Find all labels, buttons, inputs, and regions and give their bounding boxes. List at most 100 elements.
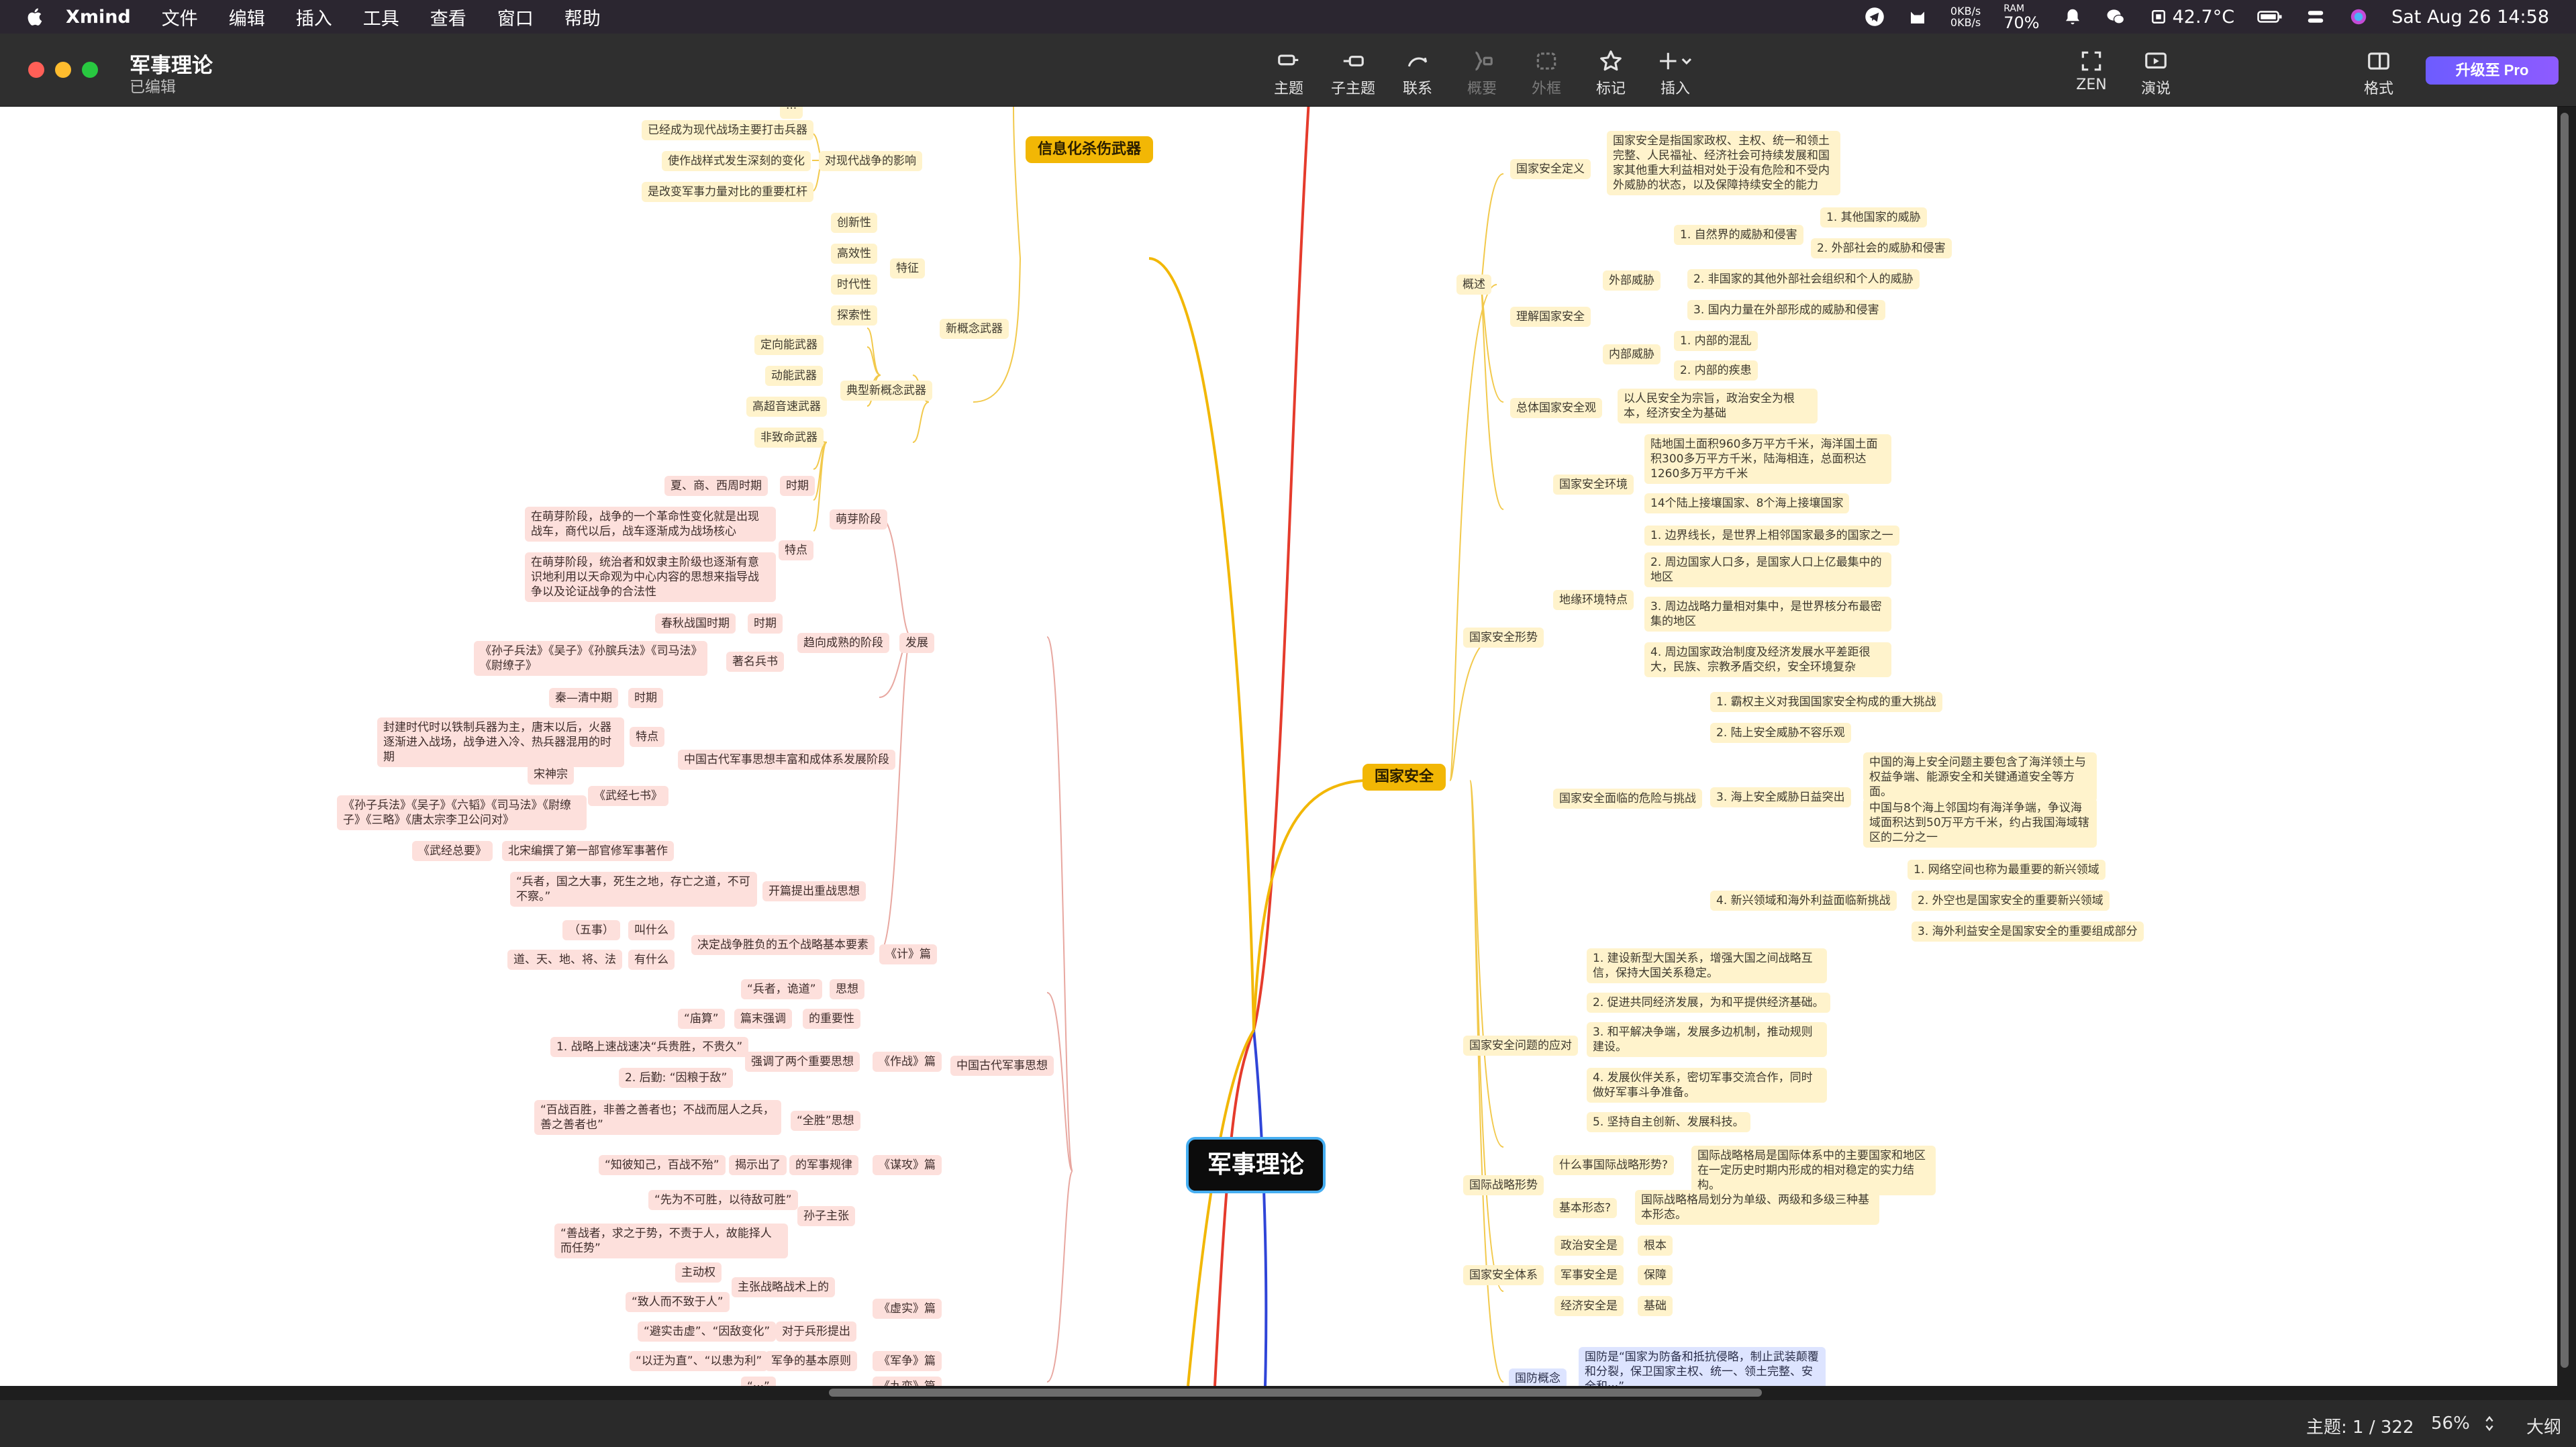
node-wujing[interactable]: 《武经总要》 xyxy=(412,841,493,861)
node-environment[interactable]: 国家安全环境 xyxy=(1553,475,1634,495)
node-sprout-feature-2[interactable]: 在萌芽阶段，统治者和奴隶主阶级也逐渐有意识地利用以天命观为中心内容的思想来指导战… xyxy=(525,552,776,602)
zoom-window-button[interactable] xyxy=(82,62,98,78)
node-response-1[interactable]: 1. 建设新型大国关系，增强大国之间战略互信，保持大国关系稳定。 xyxy=(1587,948,1827,983)
node-response-2[interactable]: 2. 促进共同经济发展，为和平提供经济基础。 xyxy=(1587,993,1830,1013)
node-five-name[interactable]: （五事） xyxy=(562,920,620,940)
node-danger-3a[interactable]: 中国的海上安全问题主要包含了海洋领土与权益争端、能源安全和关键通道安全等方面。 xyxy=(1863,752,2097,802)
node-what-have[interactable]: 有什么 xyxy=(628,950,675,970)
node-zuozhan[interactable]: 《作战》篇 xyxy=(873,1052,942,1072)
node-importance[interactable]: 的重要性 xyxy=(803,1009,860,1029)
node-feature-4[interactable]: 探索性 xyxy=(831,305,877,326)
node-zuozhan-2[interactable]: 2. 后勤: “因粮于敌” xyxy=(619,1068,734,1088)
node-sprout-feature-1[interactable]: 在萌芽阶段，战争的一个革命性变化就是出现战车，商代以后，战车逐渐成为战场核心 xyxy=(525,507,776,542)
siri-icon[interactable] xyxy=(2348,7,2369,27)
node-typical-3[interactable]: 高超音速武器 xyxy=(746,397,827,417)
node-external-3[interactable]: 3. 国内力量在外部形成的威胁和侵害 xyxy=(1687,300,1885,320)
node-jiubian-quote[interactable]: “···” xyxy=(741,1377,776,1386)
node-danger-3[interactable]: 3. 海上安全威胁日益突出 xyxy=(1710,787,1851,807)
zoom-level[interactable]: 56% xyxy=(2431,1413,2470,1434)
node-ancient[interactable]: 中国古代军事思想 xyxy=(950,1056,1054,1076)
node-wujing-desc[interactable]: 北宋编撰了第一部官修军事著作 xyxy=(502,841,674,861)
outline-button[interactable]: 大纲 xyxy=(2526,1417,2562,1438)
node-geo-1[interactable]: 1. 边界线长，是世界上相邻国家最多的国家之一 xyxy=(1644,526,1899,546)
subtopic-button[interactable]: 子主题 xyxy=(1320,44,1387,101)
menu-tools[interactable]: 工具 xyxy=(362,8,399,30)
node-impact[interactable]: 对现代战争的影响 xyxy=(819,151,922,171)
node-basic-form-text[interactable]: 国际战略格局划分为单级、两级和多级三种基本形态。 xyxy=(1635,1190,1879,1225)
node-xushi[interactable]: 《虚实》篇 xyxy=(873,1299,942,1319)
upgrade-pro-button[interactable]: 升级至 Pro xyxy=(2426,56,2559,85)
node-sprout-period[interactable]: 夏、商、西周时期 xyxy=(664,476,768,496)
node-external-1b[interactable]: 2. 外部社会的威胁和侵害 xyxy=(1811,238,1952,258)
node-sunzi[interactable]: 孙子主张 xyxy=(797,1206,855,1226)
node-features[interactable]: 特征 xyxy=(890,258,925,279)
node-rich-time[interactable]: 时期 xyxy=(628,688,663,708)
node-defense[interactable]: 国防概念 xyxy=(1509,1368,1567,1386)
node-quansheng-quote[interactable]: “百战百胜，非善之善者也；不战而屈人之兵，善之善者也” xyxy=(534,1100,781,1135)
menu-view[interactable]: 查看 xyxy=(430,8,466,30)
node-zhiren[interactable]: “致人而不致于人” xyxy=(626,1292,730,1312)
node-what-is[interactable]: 叫什么 xyxy=(628,920,675,940)
node-system[interactable]: 国家安全体系 xyxy=(1463,1265,1544,1285)
node-feature-3[interactable]: 时代性 xyxy=(831,275,877,295)
node-quansheng[interactable]: “全胜”思想 xyxy=(791,1111,860,1131)
node-seven-books[interactable]: 《武经七书》 xyxy=(588,786,668,806)
node-junzheng[interactable]: 《军争》篇 xyxy=(873,1351,942,1371)
node-zhudong[interactable]: 主动权 xyxy=(675,1262,722,1283)
node-system-3[interactable]: 经济安全是 xyxy=(1554,1296,1624,1316)
present-button[interactable]: 演说 xyxy=(2122,44,2189,101)
node-sunzi-2[interactable]: “善战者，求之于势，不责于人，故能择人而任势” xyxy=(554,1224,788,1258)
node-geo-2[interactable]: 2. 周边国家人口多，是国家人口上亿最集中的地区 xyxy=(1644,552,1891,587)
node-defense-text[interactable]: 国防是“国家为防备和抵抗侵略，制止武装颠覆和分裂，保卫国家主权、统一、领土完整、… xyxy=(1579,1347,1826,1386)
node-develop[interactable]: 发展 xyxy=(899,633,934,653)
node-external[interactable]: 外部威胁 xyxy=(1603,270,1661,291)
node-thought[interactable]: 思想 xyxy=(830,979,864,999)
zoom-stepper-icon[interactable] xyxy=(2485,1413,2494,1434)
node-sprout-feature[interactable]: 特点 xyxy=(779,540,813,560)
node-ji[interactable]: 《计》篇 xyxy=(879,944,937,964)
node-overall[interactable]: 总体国家安全观 xyxy=(1510,398,1602,418)
node-sprout[interactable]: 萌芽阶段 xyxy=(830,509,887,530)
apple-icon[interactable] xyxy=(26,7,46,27)
node-strategic[interactable]: 国际战略形势 xyxy=(1463,1175,1544,1195)
node-external-2[interactable]: 2. 非国家的其他外部社会组织和个人的威胁 xyxy=(1687,269,1920,289)
node-mature[interactable]: 趋向成熟的阶段 xyxy=(797,633,889,653)
marker-button[interactable]: 标记 xyxy=(1577,44,1644,101)
node-feature-2[interactable]: 高效性 xyxy=(831,244,877,264)
node-overview[interactable]: 概述 xyxy=(1456,275,1491,295)
node-five[interactable]: 决定战争胜负的五个战略基本要素 xyxy=(691,935,875,955)
node-overall-text[interactable]: 以人民安全为宗旨，政治安全为根本，经济安全为基础 xyxy=(1618,389,1818,423)
boundary-button[interactable]: 外框 xyxy=(1513,44,1580,101)
node-basic-form[interactable]: 基本形态? xyxy=(1553,1198,1618,1218)
mindmap-canvas[interactable]: ··· 已经成为现代战场主要打击兵器 使作战样式发生深刻的变化 是改变军事力量对… xyxy=(0,107,2557,1386)
node-feature-1[interactable]: 创新性 xyxy=(831,213,877,233)
root-topic[interactable]: 军事理论 xyxy=(1186,1137,1326,1193)
node-yuzhi[interactable]: “以迂为直”、“以患为利” xyxy=(630,1351,769,1371)
node-definition-text[interactable]: 国家安全是指国家政权、主权、统一和领土完整、人民福祉、经济社会可持续发展和国家其… xyxy=(1607,131,1840,195)
node-danger-2[interactable]: 2. 陆上安全威胁不容乐观 xyxy=(1710,723,1851,743)
node-environment-2[interactable]: 14个陆上接壤国家、8个海上接壤国家 xyxy=(1644,493,1850,513)
wechat-icon[interactable] xyxy=(2106,7,2126,27)
node-reveal[interactable]: 揭示出了 xyxy=(729,1155,787,1175)
node-top-fragment[interactable]: ··· xyxy=(780,107,803,119)
menu-help[interactable]: 帮助 xyxy=(564,8,601,30)
node-what-pattern[interactable]: 什么事国际战略形势? xyxy=(1553,1155,1675,1175)
node-internal[interactable]: 内部威胁 xyxy=(1603,344,1661,364)
node-mougong[interactable]: 《谋攻》篇 xyxy=(873,1155,942,1175)
menu-app-name[interactable]: Xmind xyxy=(66,6,131,28)
node-danger-4c[interactable]: 3. 海外利益安全是国家安全的重要组成部分 xyxy=(1912,921,2144,942)
insert-button[interactable]: 插入 xyxy=(1642,44,1709,101)
node-definition[interactable]: 国家安全定义 xyxy=(1510,159,1591,179)
relationship-button[interactable]: 联系 xyxy=(1384,44,1451,101)
node-song[interactable]: 宋神宗 xyxy=(528,764,574,785)
battery-icon[interactable] xyxy=(2257,7,2283,27)
node-law[interactable]: 的军事规律 xyxy=(789,1155,858,1175)
node-initiative[interactable]: 主张战略战术上的 xyxy=(732,1277,835,1297)
node-impact-item-1[interactable]: 已经成为现代战场主要打击兵器 xyxy=(642,120,813,140)
node-system-1-value[interactable]: 根本 xyxy=(1638,1236,1673,1256)
node-mature-time[interactable]: 时期 xyxy=(748,613,783,634)
summary-button[interactable]: 概要 xyxy=(1448,44,1516,101)
node-danger-3b[interactable]: 中国与8个海上邻国均有海洋争端，争议海域面积达到50万平方千米，约占我国海域辖区… xyxy=(1863,798,2097,848)
node-new-concept[interactable]: 新概念武器 xyxy=(940,319,1009,339)
node-ji-open[interactable]: 开篇提出重战思想 xyxy=(762,881,866,901)
